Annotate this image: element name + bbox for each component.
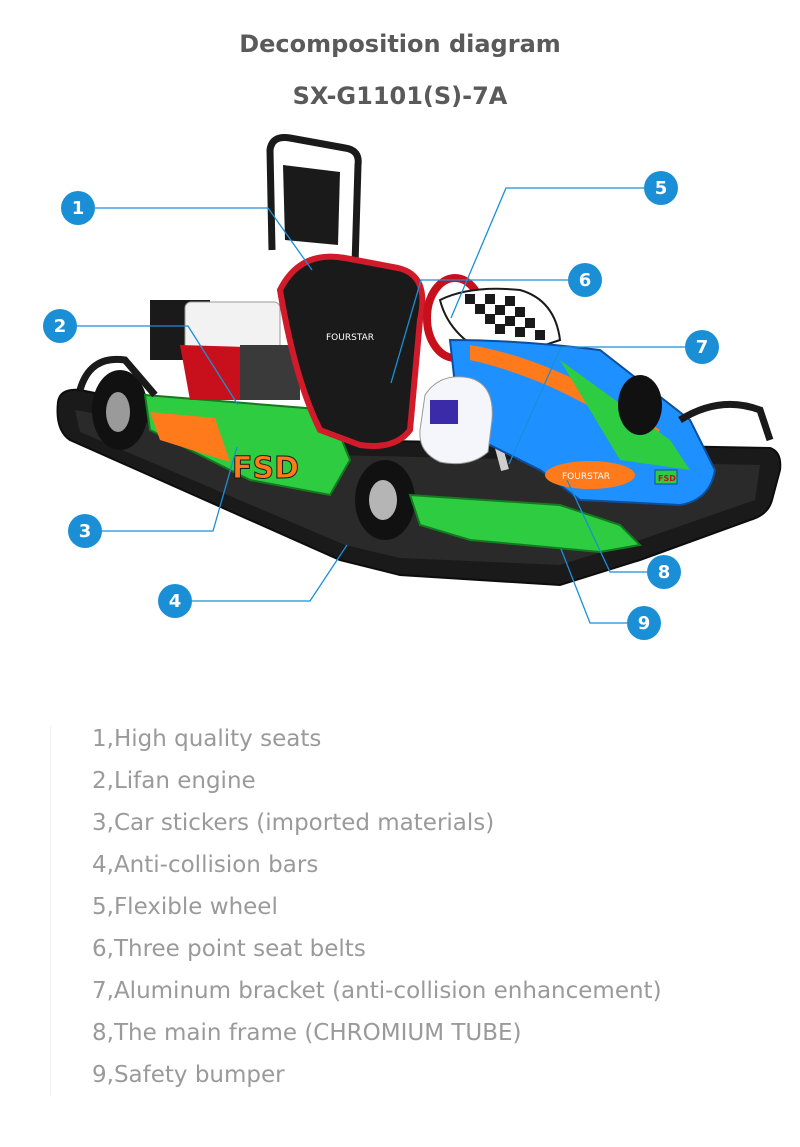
legend-item-4: 4,Anti-collision bars [92, 852, 319, 878]
front-bumper [408, 493, 643, 554]
callout-2: 2 [43, 309, 77, 343]
side-logo: FSD [232, 451, 299, 486]
callout-3: 3 [68, 514, 102, 548]
model-number: SX-G1101(S)-7A [292, 82, 508, 110]
callout-markers: 1 2 3 4 5 6 7 8 [43, 171, 719, 640]
legend-divider [50, 726, 51, 1096]
seat-frame [266, 134, 362, 266]
legend-item-6: 6,Three point seat belts [92, 936, 366, 962]
legend-item-9: 9,Safety bumper [92, 1062, 285, 1088]
legend-item-7: 7,Aluminum bracket (anti-collision enhan… [92, 978, 662, 1004]
diagram-title: Decomposition diagram [239, 30, 561, 58]
callout-7: 7 [685, 330, 719, 364]
leader-line-1 [95, 207, 313, 271]
leader-line-2 [77, 325, 239, 406]
callout-5: 5 [644, 171, 678, 205]
leader-line-9 [560, 548, 627, 624]
callout-number: 9 [638, 613, 651, 634]
leader-line-5 [450, 187, 644, 319]
legend-item-1: 1,High quality seats [92, 726, 322, 752]
leader-line-8 [566, 479, 647, 573]
callout-4: 4 [158, 584, 192, 618]
parts-legend: 1,High quality seats 2,Lifan engine 3,Ca… [92, 722, 662, 1100]
legend-item-3: 3,Car stickers (imported materials) [92, 810, 495, 836]
callout-6: 6 [568, 263, 602, 297]
callout-number: 5 [655, 178, 668, 199]
seat-brand: FOURSTAR [326, 333, 374, 343]
callout-number: 1 [72, 198, 85, 219]
callout-number: 8 [658, 562, 671, 583]
legend-item-8: 8,The main frame (CHROMIUM TUBE) [92, 1020, 522, 1046]
callout-number: 4 [169, 591, 182, 612]
leader-line-6 [390, 279, 568, 384]
kart-diagram: FSD FOURSTAR [43, 134, 782, 640]
seat [276, 253, 426, 449]
callout-9: 9 [627, 606, 661, 640]
front-logo: FOURSTAR [562, 472, 610, 482]
callout-number: 3 [79, 521, 92, 542]
go-kart-illustration: FSD FOURSTAR [56, 134, 782, 587]
callout-8: 8 [647, 555, 681, 589]
callout-number: 6 [579, 270, 592, 291]
callout-number: 7 [696, 337, 709, 358]
callout-1: 1 [61, 191, 95, 225]
leader-line-4 [192, 544, 348, 602]
leader-line-3 [102, 446, 238, 532]
legend-item-2: 2,Lifan engine [92, 768, 256, 794]
nose-badge: FSD [658, 474, 676, 483]
leader-lines [77, 187, 685, 624]
legend-item-5: 5,Flexible wheel [92, 894, 278, 920]
leader-line-7 [508, 346, 685, 465]
callout-number: 2 [54, 316, 67, 337]
